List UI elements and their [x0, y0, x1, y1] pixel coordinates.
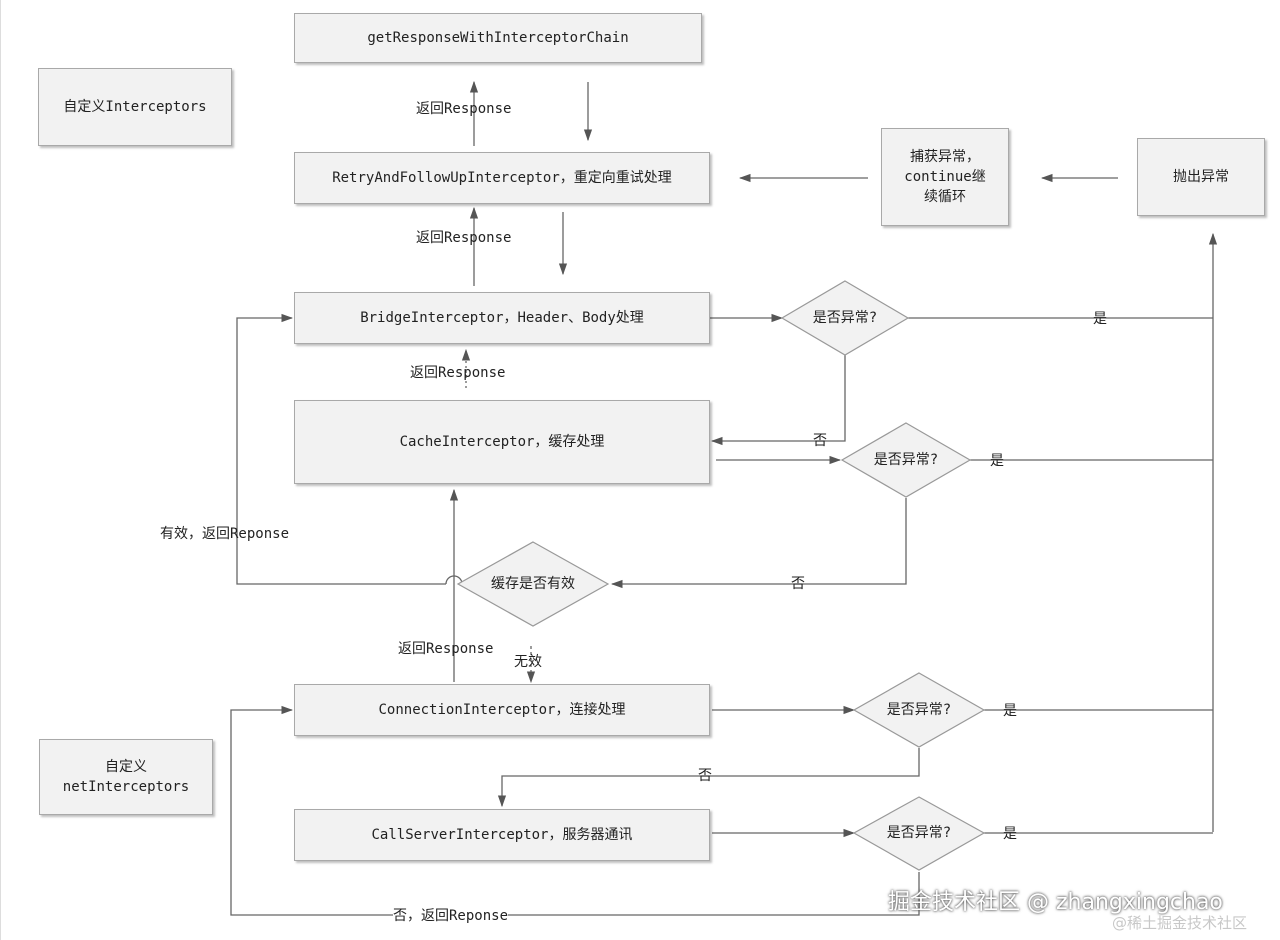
image-border [0, 0, 1, 940]
decision-cache-exception: 是否异常? [873, 452, 939, 468]
custom-net-interceptors-box: 自定义 netInterceptors [39, 739, 213, 815]
label-yes-4: 是 [1003, 826, 1017, 842]
catch-exception-box: 捕获异常， continue继 续循环 [881, 128, 1009, 226]
decision-cache-valid: 缓存是否有效 [491, 576, 575, 592]
label-no-1: 否 [813, 433, 827, 449]
arrow-cache-no-to-valid [610, 498, 907, 589]
label-return-response-2: 返回Response [416, 230, 512, 246]
label-yes-2: 是 [990, 453, 1004, 469]
watermark-sub: @稀土掘金技术社区 [1112, 914, 1248, 932]
catch-exception-text: 捕获异常， continue继 续循环 [904, 149, 986, 205]
custom-interceptors-text: 自定义Interceptors [63, 99, 207, 115]
bridge-interceptor-box: BridgeInterceptor，Header、Body处理 [294, 292, 710, 344]
label-return-response-1: 返回Response [416, 101, 512, 117]
cache-interceptor-box: CacheInterceptor，缓存处理 [294, 400, 710, 484]
throw-exception-text: 抛出异常 [1173, 169, 1229, 185]
decision-connection-exception-shape [852, 672, 986, 748]
watermark-main: 掘金技术社区 @ zhangxingchao [888, 890, 1223, 915]
label-return-response-4: 返回Response [398, 641, 494, 657]
call-server-interceptor-text: CallServerInterceptor，服务器通讯 [371, 827, 633, 843]
label-valid-return: 有效，返回Reponse [160, 526, 290, 542]
get-response-chain-box: getResponseWithInterceptorChain [294, 13, 702, 63]
decision-bridge-exception: 是否异常? [812, 310, 878, 326]
retry-interceptor-text: RetryAndFollowUpInterceptor，重定向重试处理 [332, 170, 672, 186]
custom-interceptors-box: 自定义Interceptors [38, 68, 232, 146]
retry-interceptor-box: RetryAndFollowUpInterceptor，重定向重试处理 [294, 152, 710, 204]
label-return-response-3: 返回Response [410, 365, 506, 381]
arrow-callserver-no-to-connection [230, 705, 920, 916]
throw-exception-box: 抛出异常 [1137, 138, 1265, 216]
custom-net-interceptors-text: 自定义 netInterceptors [62, 759, 190, 795]
label-yes-3: 是 [1003, 703, 1017, 719]
arrow-connection-no-to-callserver [497, 748, 920, 808]
label-invalid: 无效 [514, 654, 542, 670]
arrow-bridge-no-to-cache [710, 355, 846, 446]
decision-bridge-exception-shape [780, 280, 910, 356]
get-response-chain-text: getResponseWithInterceptorChain [367, 30, 629, 46]
decision-connection-exception: 是否异常? [886, 702, 952, 718]
label-no-return: 否，返回Reponse [393, 907, 509, 925]
decision-callserver-exception: 是否异常? [886, 825, 952, 841]
connection-interceptor-box: ConnectionInterceptor，连接处理 [294, 684, 710, 736]
decision-callserver-exception-shape [852, 796, 986, 871]
cache-interceptor-text: CacheInterceptor，缓存处理 [399, 434, 605, 450]
label-no-2: 否 [791, 576, 805, 592]
bridge-interceptor-text: BridgeInterceptor，Header、Body处理 [360, 310, 644, 326]
decision-cache-valid-shape [456, 541, 610, 627]
connection-interceptor-text: ConnectionInterceptor，连接处理 [378, 702, 626, 718]
label-no-3: 否 [698, 768, 712, 784]
call-server-interceptor-box: CallServerInterceptor，服务器通讯 [294, 809, 710, 861]
decision-cache-exception-shape [840, 422, 972, 498]
label-yes-1: 是 [1093, 311, 1107, 327]
